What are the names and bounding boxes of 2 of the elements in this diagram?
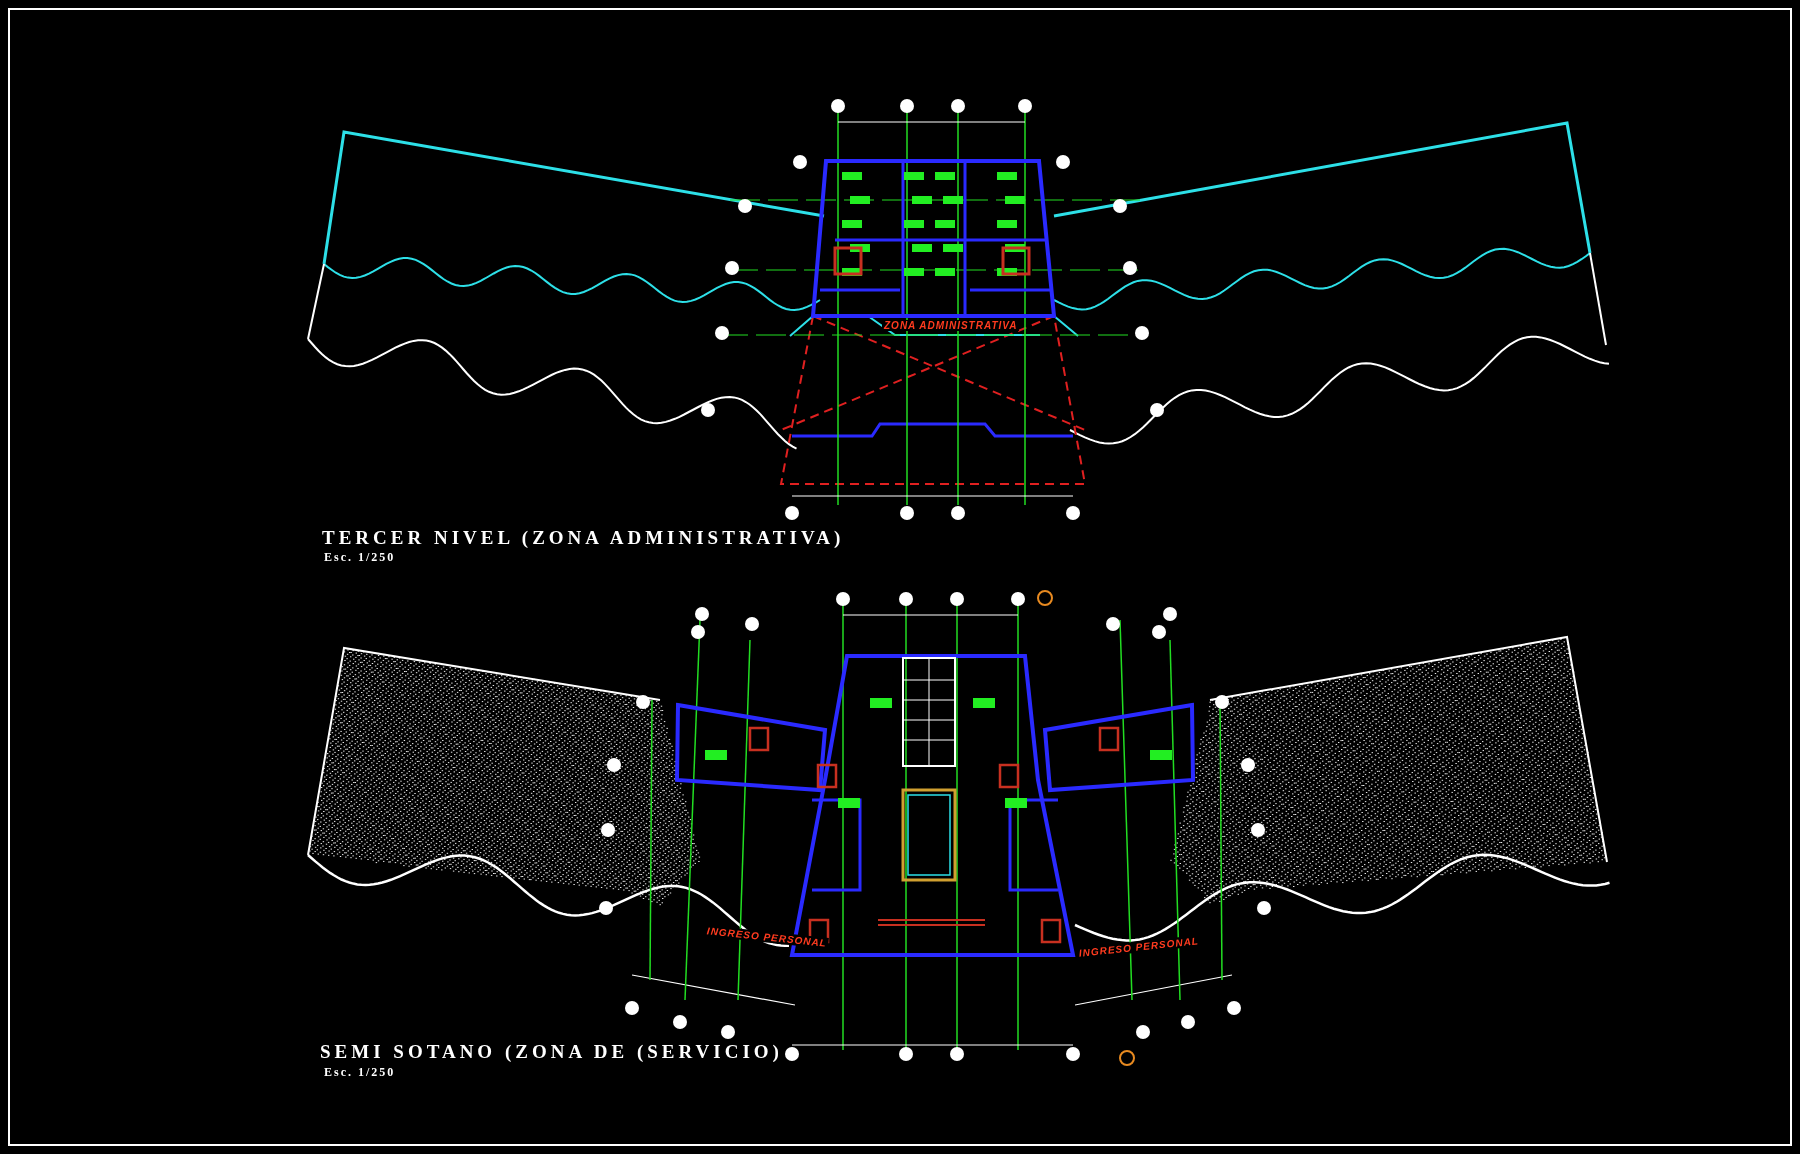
zone-label: INGRESO PERSONAL [704, 925, 830, 949]
zone-label: ZONA ADMINISTRATIVA [882, 320, 1020, 331]
